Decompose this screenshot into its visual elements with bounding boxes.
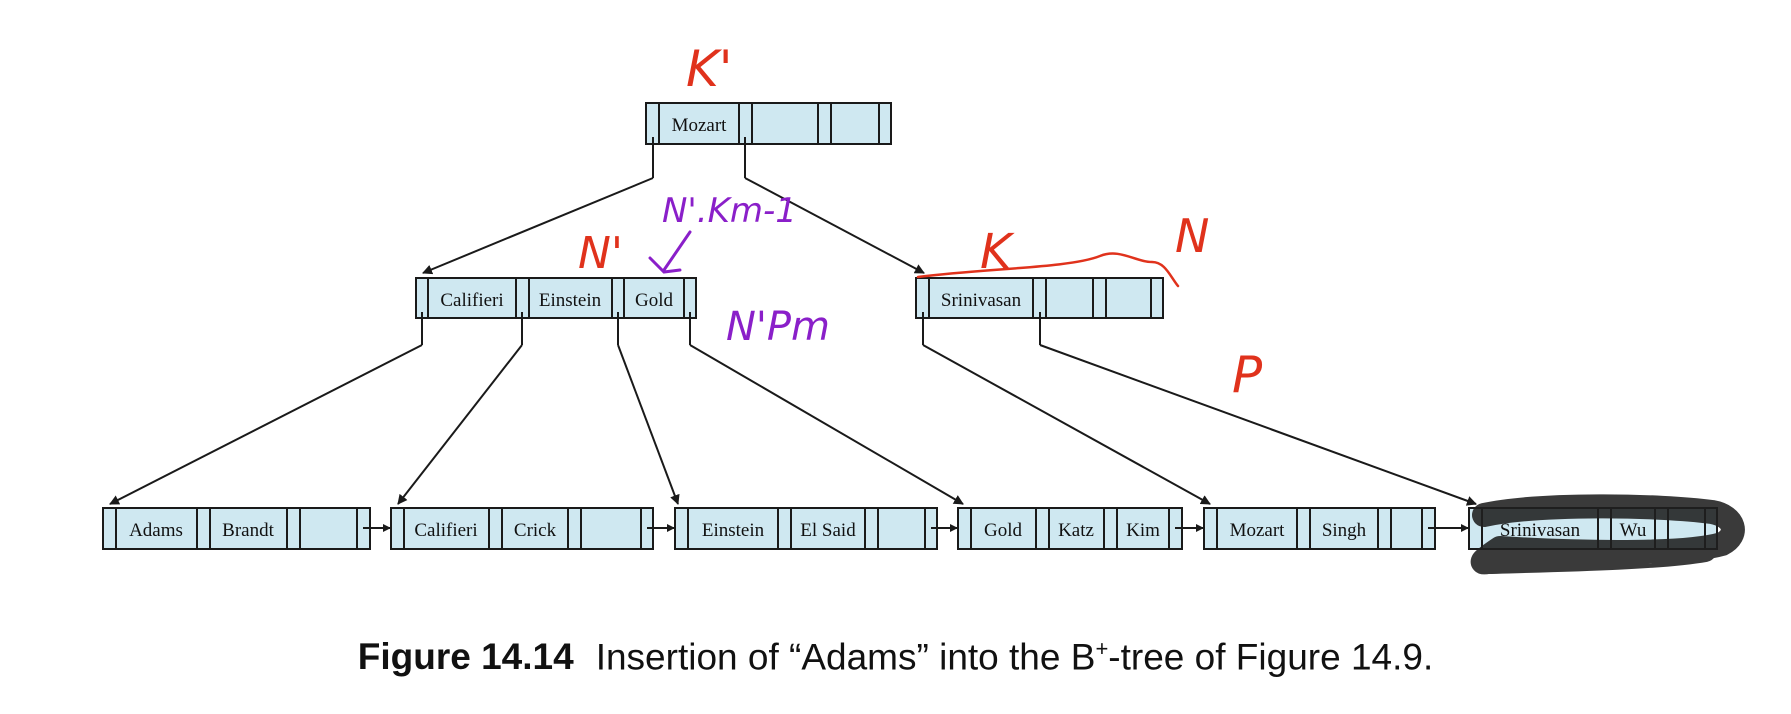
leaf-key-gold: Gold [984,520,1023,541]
tree-edges [109,137,1477,506]
highlight-scribble [1470,494,1745,575]
figure-caption: Figure 14.14 Insertion of “Adams” into th… [0,636,1791,678]
internal-key-gold: Gold [635,290,674,311]
internal-key-califieri: Califieri [440,290,503,311]
leaf-node-5: Mozart Singh [1203,507,1436,550]
annotation-n-prime-pm: N'Pm [726,304,830,350]
leaf-node-4: Gold Katz Kim [957,507,1183,550]
leaf-key-singh: Singh [1322,520,1367,541]
leaf-key-adams: Adams [129,520,183,541]
leaf-key-brandt: Brandt [222,520,274,541]
leaf-key-califieri: Califieri [414,520,477,541]
internal-node-left: Califieri Einstein Gold [415,277,697,319]
leaf-key-el-said: El Said [800,520,856,541]
leaf-key-einstein: Einstein [702,520,765,541]
caption-text-after: -tree of Figure 14.9. [1108,636,1434,678]
leaf-key-kim: Kim [1126,520,1160,541]
internal-node-right: Srinivasan [915,277,1164,319]
leaf-node-2: Califieri Crick [390,507,654,550]
annotation-p: P [1232,346,1263,404]
caption-superscript: + [1095,636,1109,661]
leaf-key-wu: Wu [1620,520,1647,541]
annotation-n-prime: N' [578,228,623,279]
root-node: Mozart [645,102,892,145]
annotation-k-prime: K' [686,40,733,98]
annotation-n: N [1175,209,1209,263]
leaf-node-1: Adams Brandt [102,507,371,550]
annotation-purple-arrow [648,230,692,274]
internal-key-srinivasan: Srinivasan [941,290,1022,311]
annotation-n-prime-km1: N'.Km-1 [662,191,797,231]
leaf-node-3: Einstein El Said [674,507,938,550]
leaf-node-6-highlighted: Srinivasan Wu [1468,494,1745,575]
root-key-mozart: Mozart [672,115,728,136]
figure-label: Figure 14.14 [357,636,574,678]
leaf-key-katz: Katz [1058,520,1094,541]
annotation-red-underline [916,252,1180,288]
internal-key-einstein: Einstein [539,290,602,311]
leaf-key-srinivasan: Srinivasan [1500,520,1581,541]
caption-text-before: Insertion of “Adams” into the B [595,636,1096,678]
leaf-key-mozart: Mozart [1230,520,1286,541]
leaf-key-crick: Crick [514,520,557,541]
